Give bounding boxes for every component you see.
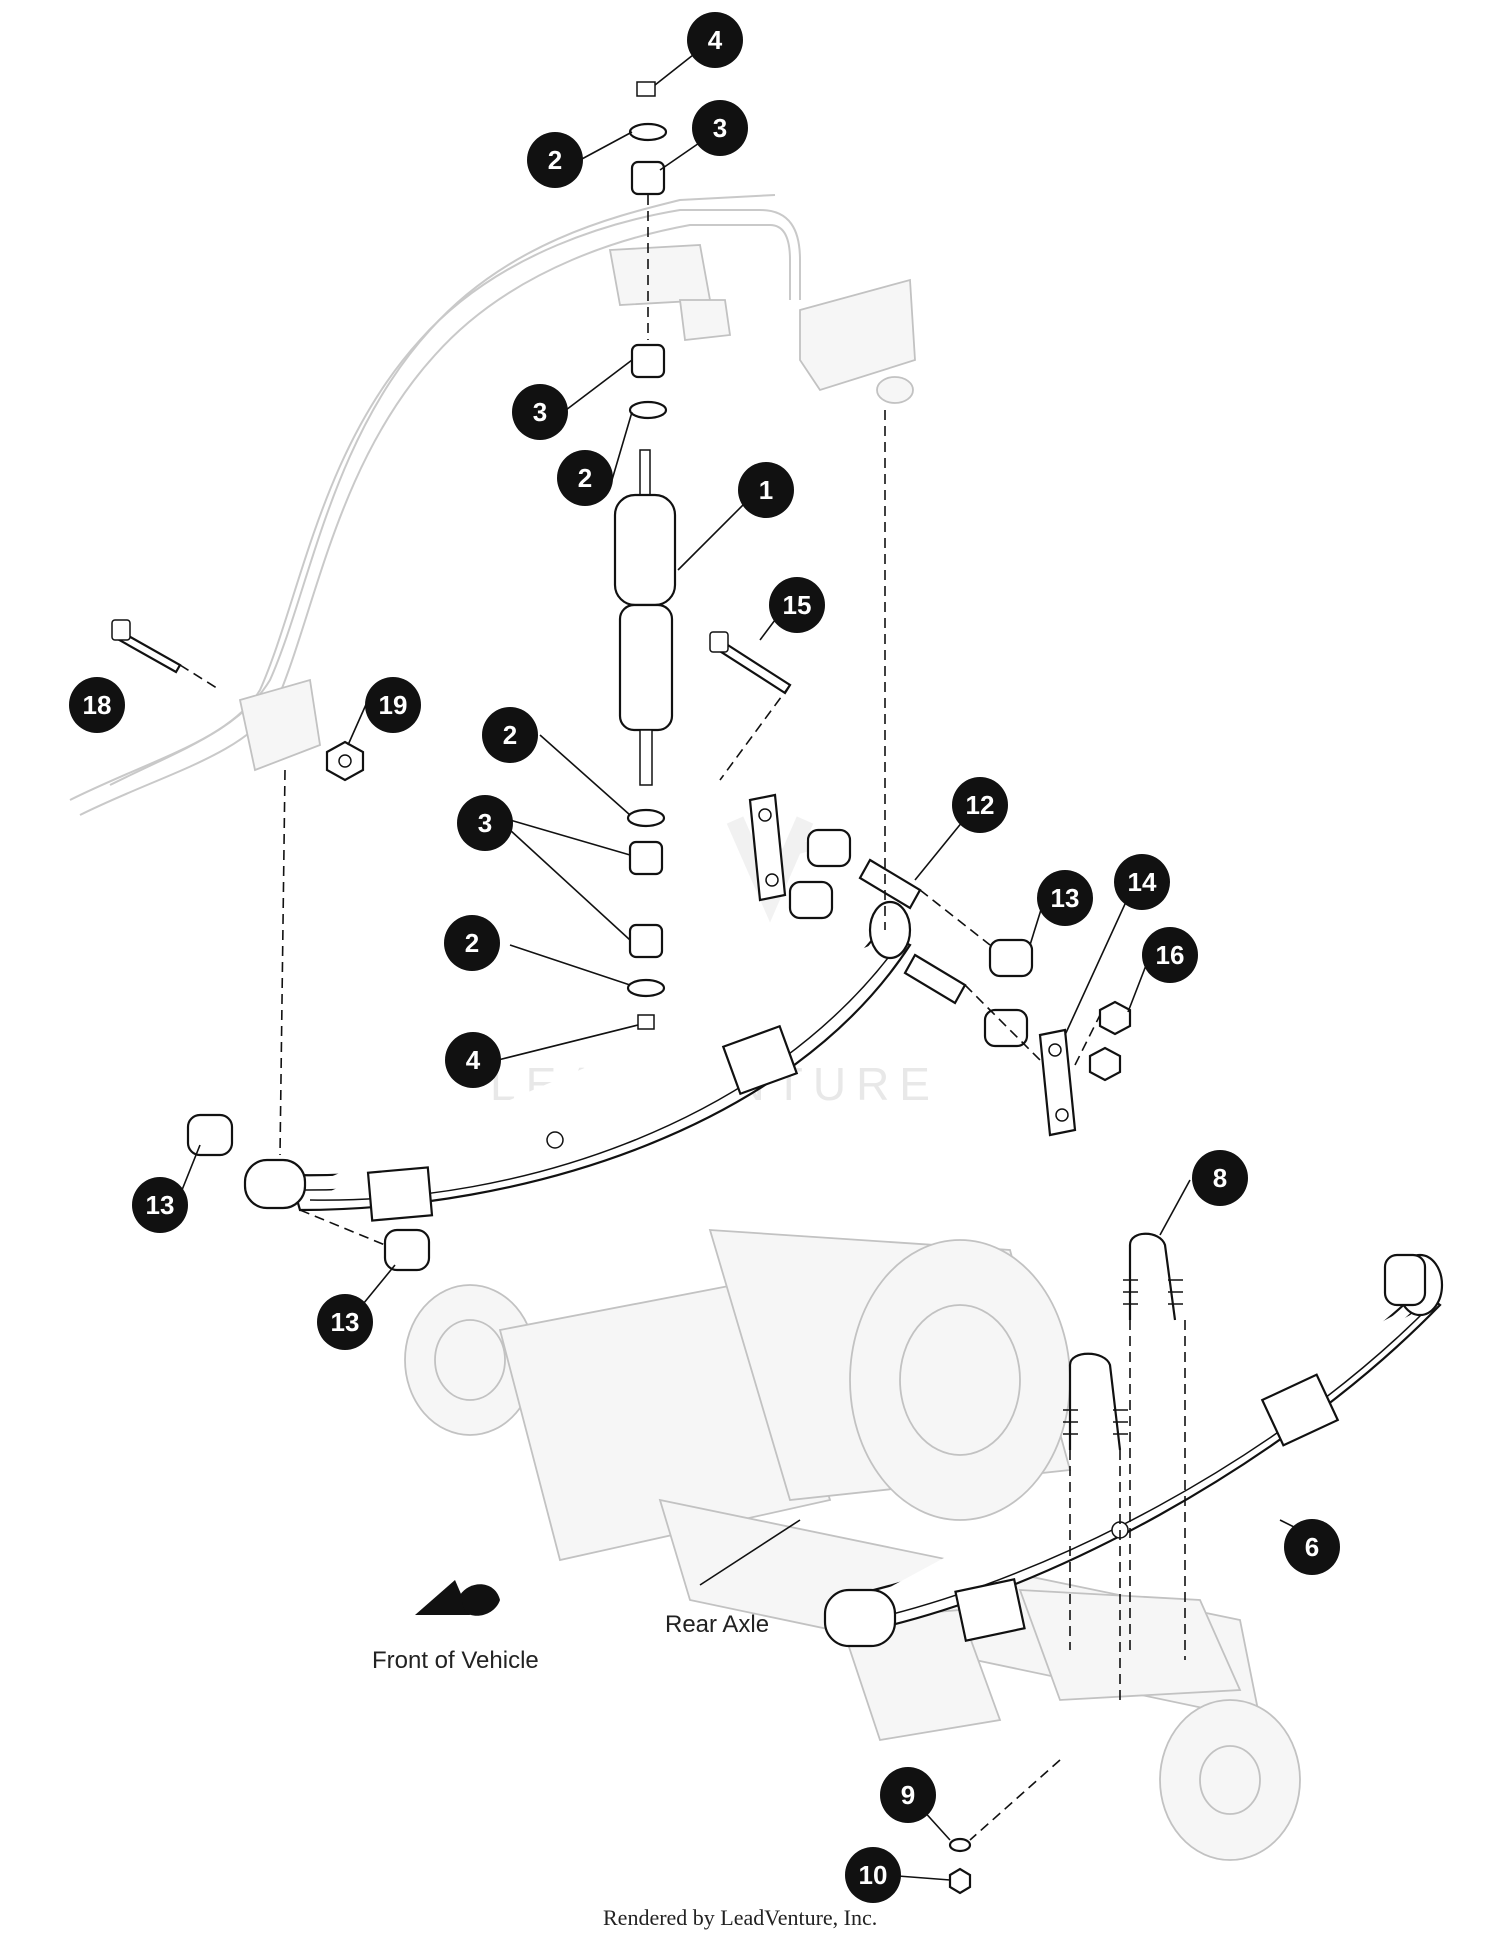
svg-text:13: 13 bbox=[146, 1190, 175, 1220]
callout-6-rear-leaf-spring: 6 bbox=[1284, 1519, 1340, 1575]
callout-4-lower-nut: 4 bbox=[445, 1032, 501, 1088]
callout-2-upper-washer: 2 bbox=[557, 450, 613, 506]
callout-2-lower-washer-lower: 2 bbox=[444, 915, 500, 971]
u-bolts bbox=[1063, 1232, 1183, 1451]
svg-text:18: 18 bbox=[83, 690, 112, 720]
front-hanger-nut bbox=[325, 740, 365, 782]
shock-absorber bbox=[613, 449, 677, 786]
svg-text:9: 9 bbox=[901, 1780, 915, 1810]
callout-4-top-nut: 4 bbox=[687, 12, 743, 68]
callout-13-front-eye-bushing-rear: 13 bbox=[317, 1294, 373, 1350]
svg-text:13: 13 bbox=[331, 1307, 360, 1337]
front-of-vehicle-arrow-icon bbox=[415, 1580, 500, 1616]
svg-text:10: 10 bbox=[859, 1860, 888, 1890]
callout-13-front-eye-bushing: 13 bbox=[132, 1177, 188, 1233]
front-of-vehicle-label: Front of Vehicle bbox=[372, 1647, 539, 1674]
svg-text:15: 15 bbox=[783, 590, 812, 620]
callout-2-top-washer: 2 bbox=[527, 132, 583, 188]
svg-text:2: 2 bbox=[578, 463, 592, 493]
svg-text:14: 14 bbox=[1128, 867, 1157, 897]
shackle-plate-inner bbox=[748, 793, 787, 902]
callout-14-shackle-plate: 14 bbox=[1114, 854, 1170, 910]
svg-text:8: 8 bbox=[1213, 1163, 1227, 1193]
svg-text:3: 3 bbox=[713, 113, 727, 143]
callout-19-hanger-nut: 19 bbox=[365, 677, 421, 733]
shackle-bolt bbox=[709, 631, 792, 695]
svg-text:2: 2 bbox=[503, 720, 517, 750]
svg-text:3: 3 bbox=[478, 808, 492, 838]
u-bolt-nut bbox=[948, 1867, 972, 1895]
callout-16-shackle-nut: 16 bbox=[1142, 927, 1198, 983]
svg-text:16: 16 bbox=[1156, 940, 1185, 970]
u-bolt-washer bbox=[948, 1837, 972, 1853]
callout-9-washer: 9 bbox=[880, 1767, 936, 1823]
callout-15-shackle-bolt: 15 bbox=[769, 577, 825, 633]
callout-18-hanger-bolt: 18 bbox=[69, 677, 125, 733]
svg-text:4: 4 bbox=[466, 1045, 481, 1075]
shackle-bushings bbox=[788, 828, 1034, 1048]
svg-text:12: 12 bbox=[966, 790, 995, 820]
lower-shock-mount-hardware bbox=[626, 808, 666, 1030]
callout-12-shackle-sleeve: 12 bbox=[952, 777, 1008, 833]
svg-text:1: 1 bbox=[759, 475, 773, 505]
front-hanger-bolt bbox=[111, 619, 182, 674]
vehicle-frame bbox=[69, 194, 916, 816]
callout-3-lower-bushings: 3 bbox=[457, 795, 513, 851]
upper-shock-mount-hardware bbox=[628, 81, 668, 420]
callout-8-u-bolts: 8 bbox=[1192, 1150, 1248, 1206]
callout-3-upper-bushing: 3 bbox=[512, 384, 568, 440]
callout-10-nut: 10 bbox=[845, 1847, 901, 1903]
callout-3-top-bushing: 3 bbox=[692, 100, 748, 156]
svg-text:2: 2 bbox=[465, 928, 479, 958]
callout-2-lower-washer-upper: 2 bbox=[482, 707, 538, 763]
rear-leaf-spring bbox=[823, 1253, 1444, 1648]
svg-text:4: 4 bbox=[708, 25, 723, 55]
svg-text:6: 6 bbox=[1305, 1532, 1319, 1562]
render-credit: Rendered by LeadVenture, Inc. bbox=[603, 1905, 877, 1930]
shackle-nuts bbox=[1088, 1000, 1132, 1082]
svg-text:2: 2 bbox=[548, 145, 562, 175]
rear-axle-assembly bbox=[404, 1229, 1301, 1861]
shackle-sleeves bbox=[858, 858, 967, 1005]
callout-1-shock-absorber: 1 bbox=[738, 462, 794, 518]
front-eye-bushings bbox=[186, 1113, 431, 1272]
shackle-plate-outer bbox=[1038, 1028, 1077, 1137]
upper-leaf-spring bbox=[243, 900, 912, 1222]
svg-text:13: 13 bbox=[1051, 883, 1080, 913]
svg-text:19: 19 bbox=[379, 690, 408, 720]
callout-13-shackle-bushing: 13 bbox=[1037, 870, 1093, 926]
rear-axle-label: Rear Axle bbox=[665, 1611, 769, 1638]
assembly-lines bbox=[179, 195, 1186, 1841]
svg-text:3: 3 bbox=[533, 397, 547, 427]
